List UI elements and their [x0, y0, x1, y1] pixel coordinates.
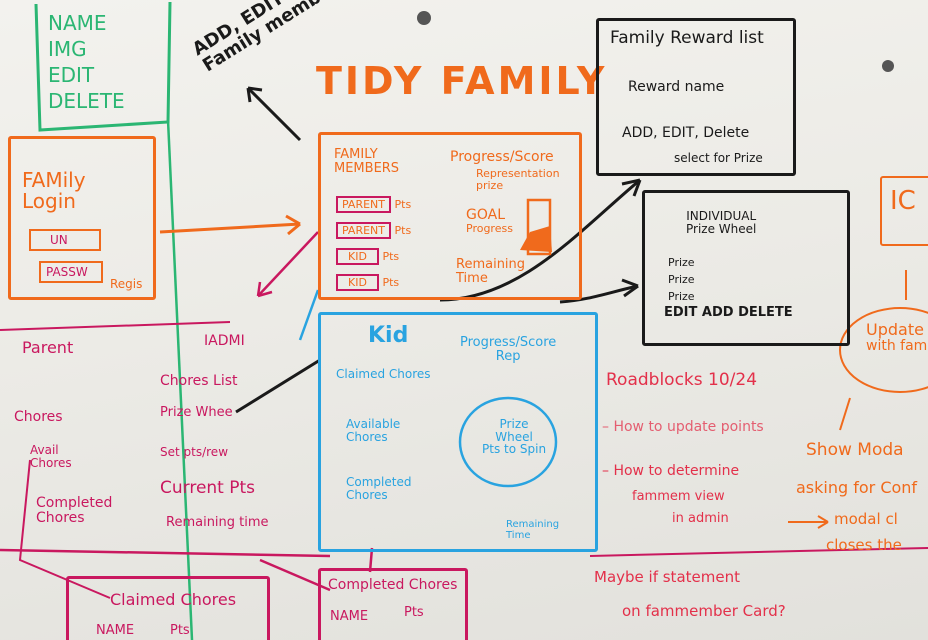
claimed-chores-label: Claimed Chores — [336, 367, 431, 381]
to-reward-arrow — [439, 178, 641, 302]
member-row: PARENT Pts — [336, 192, 411, 218]
green-line: DELETE — [48, 89, 125, 113]
board-title: TIDY FAMILY — [316, 59, 608, 103]
login-card — [8, 136, 156, 300]
members-to-parent-arrow — [257, 231, 319, 297]
admin-label: IADMI — [204, 333, 245, 349]
member-to-kid-arrow — [298, 289, 320, 341]
pin-icon — [882, 60, 894, 72]
parent-chores: Chores — [14, 409, 63, 425]
update-bubble — [839, 307, 928, 393]
member-row: KID Pts — [336, 270, 411, 296]
reward-name: Reward name — [628, 79, 725, 95]
prize-item: Prize — [668, 273, 695, 286]
goal-progress-fill — [520, 226, 552, 252]
prize-items: Prize Prize Prize — [668, 254, 695, 305]
kid-card — [318, 312, 598, 552]
claimed-name: NAME — [96, 623, 135, 638]
green-line: IMG — [48, 37, 87, 61]
modal-text: modal cl — [834, 510, 898, 528]
prize-wheel-circle — [458, 396, 558, 488]
maybe-note: on fammember Card? — [622, 602, 786, 620]
prize-wheel-actions: EDIT ADD DELETE — [664, 305, 793, 320]
roadblock-item-cont: fammem view — [632, 489, 725, 504]
right-card — [880, 176, 928, 246]
progress-label: Progress/Score — [450, 149, 554, 165]
closes-text: closes the — [826, 536, 902, 554]
completed-chores-title: Completed Chores — [328, 577, 458, 593]
show-modal-text: Show Moda — [806, 440, 904, 460]
select-for-prize: select for Prize — [674, 151, 763, 165]
username-field: UN — [50, 233, 68, 247]
claimed-chores-title: Claimed Chores — [110, 590, 237, 609]
kid-title: Kid — [368, 323, 409, 348]
parent-remaining-time: Remaining time — [166, 515, 269, 530]
reward-list-card — [596, 18, 796, 176]
completed-pts: Pts — [404, 605, 424, 620]
set-pts: Set pts/rew — [160, 445, 229, 459]
prize-item: Prize — [668, 256, 695, 269]
green-line: EDIT — [48, 63, 95, 87]
roadblock-item: – How to determine — [602, 463, 740, 479]
green-card-text: NAME IMG EDIT DELETE — [48, 10, 125, 114]
green-line: NAME — [48, 11, 107, 35]
reward-actions: ADD, EDIT, Delete — [622, 125, 750, 141]
prize-item: Prize — [668, 290, 695, 303]
completed-name: NAME — [330, 609, 369, 624]
parent-title: Parent — [22, 338, 74, 357]
roadblocks-title: Roadblocks 10/24 — [606, 370, 758, 390]
claimed-chores-card — [66, 576, 270, 640]
member-list: PARENT Pts PARENT Pts KID Pts KID Pts — [336, 192, 411, 296]
asking-text: asking for Conf — [796, 478, 918, 497]
register-link: Regis — [110, 277, 143, 291]
login-to-members-arrow — [159, 222, 301, 234]
password-field: PASSW — [46, 265, 88, 279]
parent-top-line — [0, 321, 231, 331]
roadblock-item-cont: in admin — [672, 511, 729, 526]
pin-icon — [417, 11, 431, 25]
member-row: PARENT Pts — [336, 218, 411, 244]
roadblock-item: – How to update points — [602, 419, 764, 435]
right-card-text: IC — [890, 186, 916, 216]
completed-chores-card — [318, 568, 468, 640]
family-members-card — [318, 132, 582, 300]
member-row: KID Pts — [336, 244, 411, 270]
maybe-note: Maybe if statement — [594, 568, 740, 586]
add-edit-arrow — [246, 86, 302, 142]
prize-wheel-card — [642, 190, 850, 346]
reward-list-title: Family Reward list — [610, 28, 764, 48]
green-card-outline — [34, 1, 172, 132]
to-prize-wheel-arrow — [559, 284, 639, 304]
current-pts: Current Pts — [160, 478, 256, 498]
chores-list: Chores List — [160, 373, 238, 389]
claimed-pts: Pts — [170, 623, 190, 638]
parent-prize-wheel: Prize Whee — [160, 405, 233, 420]
